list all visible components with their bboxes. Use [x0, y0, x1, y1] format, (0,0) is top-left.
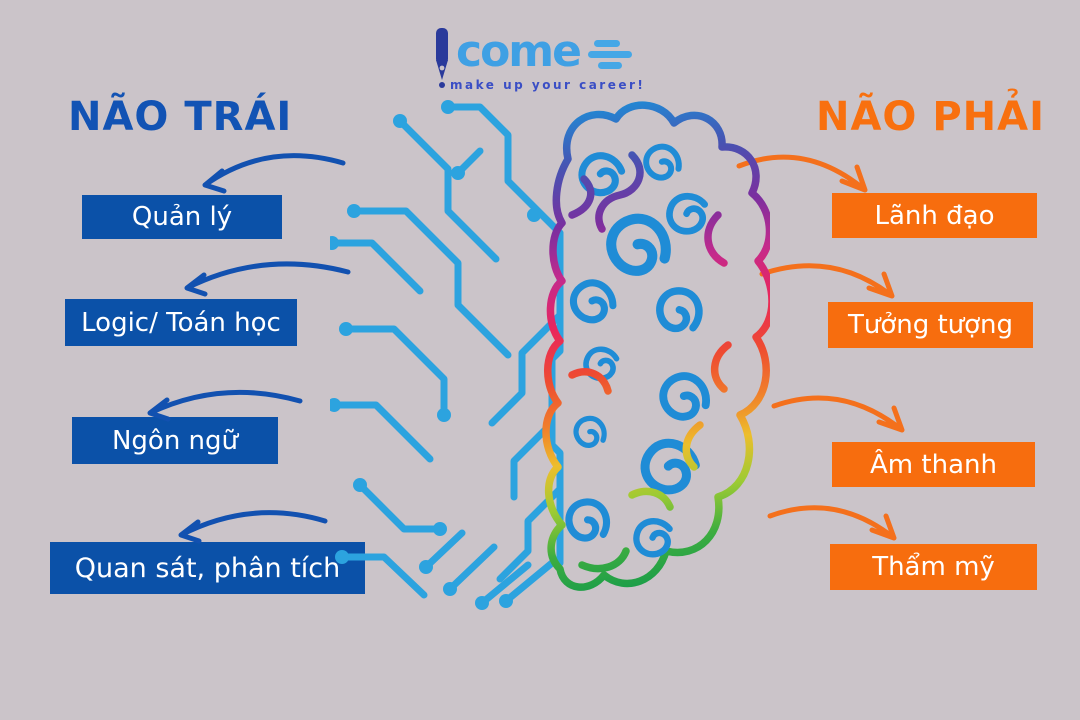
- curved-arrow-left-3: [147, 389, 303, 422]
- curved-arrow-left-2: [184, 261, 351, 297]
- left-label-management: Quản lý: [82, 195, 282, 239]
- curved-arrow-right-3: [771, 395, 905, 433]
- right-brain-title: NÃO PHẢI: [816, 94, 1045, 140]
- speed-lines-icon: [584, 40, 636, 80]
- logo: come make up your career!: [430, 26, 650, 96]
- curved-arrow-left-1: [202, 153, 346, 194]
- left-label-logic-math: Logic/ Toán học: [65, 299, 297, 346]
- right-label-leadership: Lãnh đạo: [832, 193, 1037, 238]
- right-label-imagination: Tưởng tượng: [828, 302, 1033, 348]
- curved-arrow-right-2: [759, 263, 895, 299]
- left-brain-title: NÃO TRÁI: [68, 94, 293, 140]
- right-label-sound: Âm thanh: [832, 442, 1035, 487]
- right-label-aesthetics: Thẩm mỹ: [830, 544, 1037, 590]
- pen-icon: [436, 28, 448, 88]
- brain-left-circuit-half: [330, 100, 564, 610]
- brand-text: come: [456, 26, 582, 77]
- curved-arrow-right-4: [767, 505, 897, 541]
- left-label-observe-analyze: Quan sát, phân tích: [50, 542, 365, 594]
- left-label-language: Ngôn ngữ: [72, 417, 278, 464]
- curved-arrow-left-4: [178, 510, 328, 544]
- brain-illustration: [330, 100, 770, 610]
- brain-right-swirl-half: [542, 101, 770, 591]
- logo-tagline: make up your career!: [450, 78, 646, 92]
